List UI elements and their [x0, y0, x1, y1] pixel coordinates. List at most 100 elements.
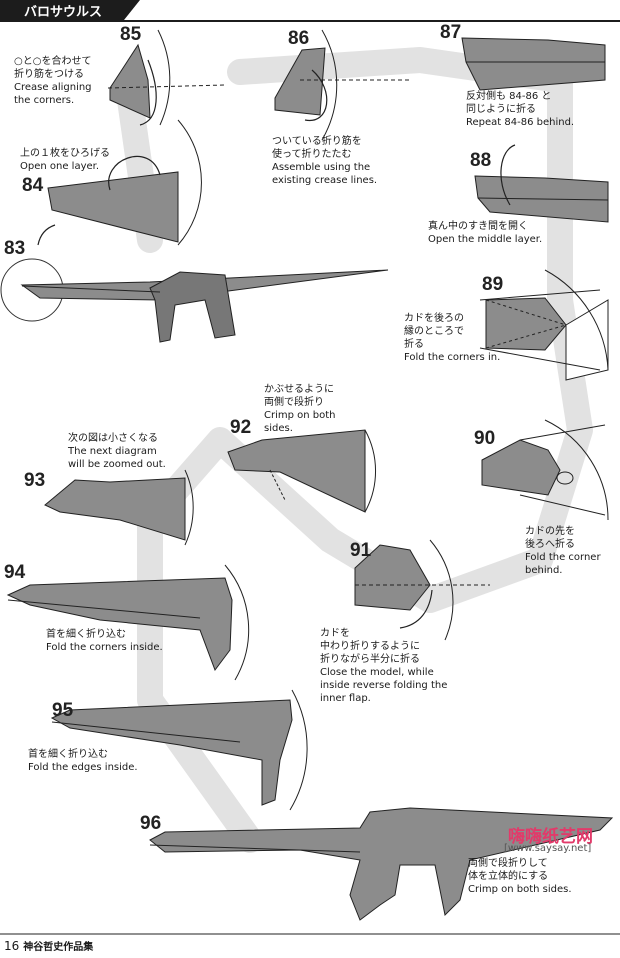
instruction-line: existing crease lines.: [272, 175, 378, 186]
page-number: 16: [4, 939, 20, 953]
instruction-line: Fold the corners in.: [404, 352, 501, 363]
step95-model: [50, 689, 308, 811]
step94-model: [6, 564, 250, 681]
step88-model: [474, 175, 609, 223]
instruction-line: Assemble using the: [272, 162, 371, 173]
instruction-line: かぶせるように: [264, 384, 334, 395]
step93-model: [44, 469, 194, 546]
instruction-line: 中わり折りするように: [320, 641, 420, 652]
instruction-line: the corners.: [14, 95, 75, 106]
step-number-92: 92: [230, 417, 252, 438]
step-instruction-93: 次の図は小さくなる The next diagram will be zoomed …: [68, 432, 166, 471]
page-title: バロサウルス: [24, 5, 103, 20]
step-instruction-91: カドを中わり折りするように折りながら半分に折る Close the model, …: [320, 627, 447, 705]
step83-model: [0, 258, 389, 343]
instruction-line: 両側で段折り: [264, 397, 324, 408]
instruction-line: Crease aligning: [14, 82, 92, 93]
instruction-line: ○と○を合わせて: [14, 56, 92, 67]
step84-arrow: [108, 156, 161, 191]
step84-model: [47, 119, 202, 246]
instruction-line: 反対側も 84-86 と: [466, 91, 552, 102]
step-instruction-90: カドの先を後ろへ折る Fold the corner behind.: [525, 525, 601, 577]
step88-arrow: [500, 144, 516, 206]
instruction-line: inner flap.: [320, 693, 371, 704]
instruction-line: Fold the edges inside.: [28, 762, 138, 773]
step91-model: [354, 539, 490, 641]
instruction-line: 後ろへ折る: [525, 539, 575, 550]
step89-model: [479, 269, 609, 381]
step-instruction-85: ○と○を合わせて折り筋をつける Crease aligning the corner…: [14, 55, 92, 107]
instruction-line: The next diagram: [68, 446, 157, 457]
instruction-line: Repeat 84-86 behind.: [466, 117, 575, 128]
watermark-url: [www.saysay.net]: [504, 843, 592, 854]
instruction-line: カドを: [320, 628, 350, 639]
instruction-line: 同じように折る: [466, 104, 536, 115]
instruction-line: Fold the corner: [525, 552, 601, 563]
instruction-line: 首を細く折り込む: [46, 629, 126, 640]
instruction-line: 折り筋をつける: [14, 69, 84, 80]
instruction-line: Crimp on both sides.: [468, 884, 572, 895]
instruction-line: 折る: [404, 339, 424, 350]
instruction-line: Close the model, while: [320, 667, 434, 678]
step-number-96: 96: [140, 813, 162, 834]
watermark-name: 嗨嗨纸艺网: [508, 827, 593, 847]
instruction-line: sides.: [264, 423, 293, 434]
step-number-90: 90: [474, 428, 496, 449]
step96-model: [149, 807, 614, 921]
book-title: 神谷哲史作品集: [23, 942, 94, 953]
instruction-line: カドの先を: [525, 526, 575, 537]
step-number-87: 87: [440, 22, 462, 43]
step-instruction-89: カドを後ろの縁のところで折る Fold the corners in.: [404, 312, 500, 364]
step90-model: [481, 419, 609, 521]
step-instruction-84: 上の１枚をひろげる Open one layer.: [20, 147, 110, 173]
step-instruction-94: 首を細く折り込む Fold the corners inside.: [46, 628, 163, 654]
instruction-line: inside reverse folding the: [320, 680, 448, 691]
step-number-86: 86: [288, 28, 310, 49]
title-bar: [0, 0, 140, 21]
step92-model: [227, 429, 377, 513]
instruction-line: Fold the corners inside.: [46, 642, 163, 653]
step85-arrow: [139, 59, 157, 126]
step-number-84: 84: [22, 175, 44, 196]
step-instruction-88: 真ん中のすき間を開く Open the middle layer.: [428, 220, 542, 246]
instruction-line: Open one layer.: [20, 161, 100, 172]
step-number-88: 88: [470, 150, 492, 171]
step-number-89: 89: [482, 274, 504, 295]
instruction-line: 次の図は小さくなる: [68, 433, 158, 444]
instruction-line: 首を細く折り込む: [28, 749, 108, 760]
step-number-93: 93: [24, 470, 46, 491]
instruction-line: Crimp on both: [264, 410, 336, 421]
step85-model: [107, 29, 226, 126]
instruction-line: 使って折りたたむ: [272, 149, 352, 160]
instruction-line: 真ん中のすき間を開く: [428, 221, 528, 232]
instruction-line: 折りながら半分に折る: [320, 654, 420, 665]
instruction-line: ついている折り筋を: [272, 136, 362, 147]
step91-arrow: [399, 589, 433, 629]
step-instruction-95: 首を細く折り込む Fold the edges inside.: [28, 748, 138, 774]
step-number-95: 95: [52, 700, 74, 721]
step-instruction-96: 両側で段折りして体を立体的にする Crimp on both sides.: [468, 857, 572, 896]
step-number-91: 91: [350, 540, 372, 561]
instruction-line: behind.: [525, 565, 563, 576]
step-number-94: 94: [4, 562, 26, 583]
step-number-83: 83: [4, 238, 26, 259]
step83-arrow: [37, 224, 56, 246]
instruction-line: 上の１枚をひろげる: [20, 148, 110, 159]
instruction-line: will be zoomed out.: [68, 459, 166, 470]
instruction-line: 両側で段折りして: [468, 858, 548, 869]
instruction-line: カドを後ろの: [404, 313, 464, 324]
step-instruction-86: ついている折り筋を使って折りたたむ Assemble using the exist…: [272, 135, 377, 187]
header-rule: [0, 20, 620, 22]
step-instruction-87: 反対側も 84-86 と同じように折る Repeat 84-86 behind.: [466, 90, 574, 129]
step86-arrow: [304, 69, 328, 121]
step86-model: [274, 29, 410, 141]
instruction-line: 体を立体的にする: [468, 871, 549, 882]
step87-model: [461, 37, 606, 91]
step-number-85: 85: [120, 24, 142, 45]
step-instruction-92: かぶせるように両側で段折り Crimp on both sides.: [264, 383, 336, 435]
instruction-line: Open the middle layer.: [428, 234, 543, 245]
instruction-line: 縁のところで: [404, 326, 464, 337]
